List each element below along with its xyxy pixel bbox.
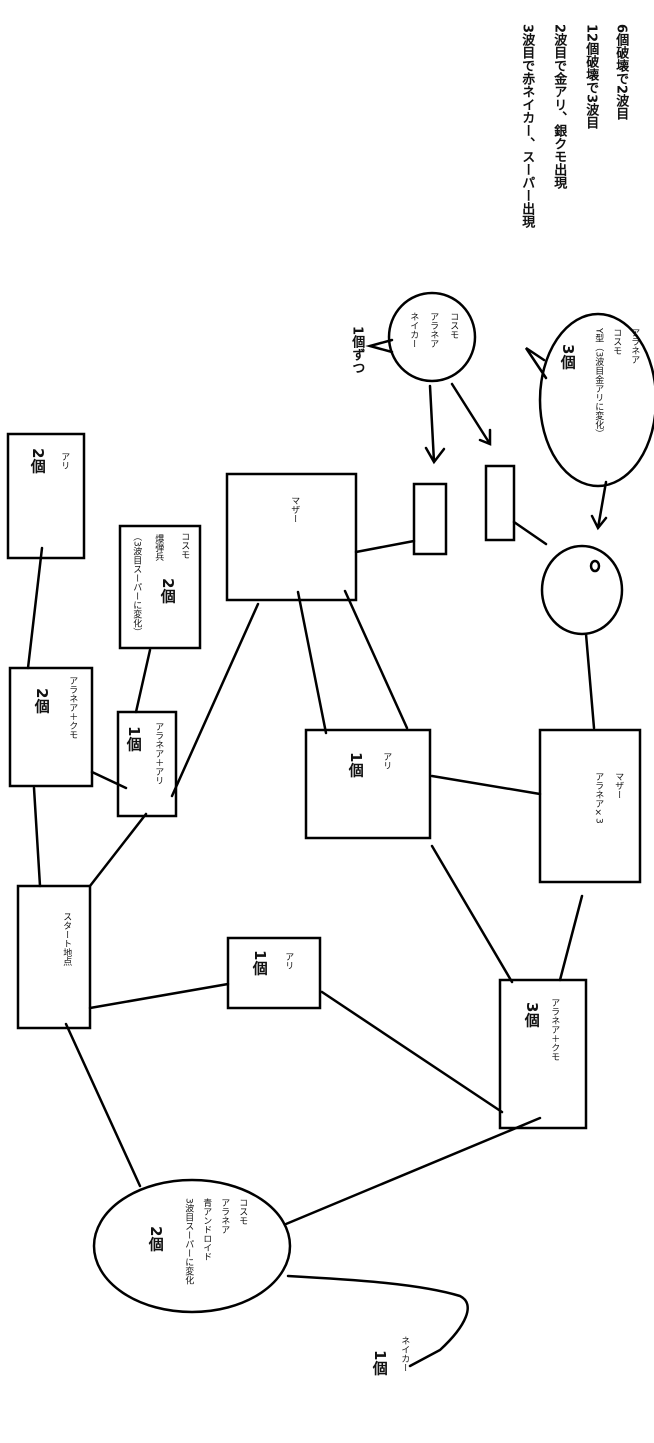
edge-ellipse-to-neikaa (286, 1274, 469, 1368)
bubble-top-tail (365, 338, 394, 354)
node-circle (540, 544, 624, 636)
header-note-3: 2波目で金アリ、銀クモ出現 (551, 24, 567, 190)
arrow-bubble-to-box2 (450, 382, 492, 446)
node-ellipse-line-4: 3波目スーパーに変化 (183, 1198, 194, 1285)
node-cosmo-count: 2個 (158, 578, 177, 604)
bubble-right-line-2: コスモ (611, 328, 622, 355)
bubble-right-shape (538, 312, 654, 488)
node-ari-topleft-box (6, 432, 86, 560)
edge-arari-to-mother (170, 602, 260, 798)
node-box1 (412, 482, 448, 556)
bubble-top-line-2: アラネア (428, 312, 439, 348)
header-note-1: 6個破壊で2波目 (613, 24, 629, 121)
edge-arkumo-to-arari (90, 770, 128, 790)
node-mother-right-label: マザー (613, 772, 624, 799)
node-ari-lower-count: 1個 (250, 950, 269, 976)
edge-start-to-ellipse (64, 1022, 142, 1188)
node-ar-kumo-right-box (498, 978, 588, 1130)
edge-arari-to-cosmo (134, 648, 152, 714)
node-ar-kumo-left-box (8, 666, 94, 788)
node-ellipse-count: 2個 (146, 1226, 165, 1252)
node-ar-kumo-right-count: 3個 (522, 1002, 541, 1028)
node-cosmo-box (118, 524, 202, 650)
goal-marker-icon (589, 559, 601, 573)
node-ellipse-line-2: アラネア (219, 1198, 230, 1234)
node-start-box (16, 884, 92, 1030)
edge-ari-to-arkumo (26, 546, 44, 670)
node-ari-center-label: アリ (381, 752, 392, 770)
arrow-bubble-to-box1 (424, 384, 446, 465)
node-start-label: スタート地点 (61, 912, 72, 966)
bubble-top-line-3: ネイカー (408, 312, 419, 348)
node-ar-kumo-right-label: アラネア＋クモ (549, 998, 560, 1061)
edge-arkumo-to-start (32, 786, 42, 888)
header-note-4: 3波目で赤ネイカー、スーパー出現 (519, 24, 535, 229)
node-ari-topleft-label: アリ (59, 452, 70, 470)
node-neikaa-count: 1個 (370, 1350, 389, 1376)
edge-mother-to-ari (296, 590, 328, 735)
edge-circle-to-mother2 (584, 632, 596, 730)
node-mother-top-label: マザー (289, 496, 300, 523)
node-ari-center-count: 1個 (346, 752, 365, 778)
bubble-top-line-1: コスモ (448, 312, 459, 339)
node-mother-top-box (225, 472, 358, 602)
node-ar-kumo-left-label: アラネア＋クモ (67, 676, 78, 739)
node-ari-lower-label: アリ (283, 952, 294, 970)
arrow-bubble-to-circle (590, 480, 608, 531)
node-neikaa-label: ネイカー (399, 1336, 410, 1372)
bubble-right-line-3: Y型（3波目金アリに変化） (593, 328, 604, 439)
node-ari-center-box (304, 728, 432, 840)
edge-mother-to-ari-2 (343, 589, 409, 730)
edge-start-to-arari (88, 812, 148, 888)
node-ellipse-bottom (92, 1178, 292, 1314)
node-cosmo-label: コスモ (179, 532, 190, 559)
edge-mother-to-box1 (354, 539, 416, 554)
node-ar-ari-box (116, 710, 178, 818)
edge-ellipse-to-arkumo3 (284, 1116, 542, 1226)
node-mother-right-box (538, 728, 642, 884)
bubble-right-count: 3個 (558, 344, 577, 370)
bubble-right-line-1: アラネア (629, 328, 640, 364)
bubble-top-shape (387, 291, 477, 383)
node-mother-right-sub: アラネア×3 (593, 772, 604, 824)
node-ellipse-line-3: 青アンドロイド (201, 1198, 212, 1261)
edge-ari1-to-arkumo3 (320, 990, 504, 1114)
node-ari-topleft-count: 2個 (28, 448, 47, 474)
edge-box2-to-circle (512, 520, 548, 546)
node-ar-ari-label: アラネア＋アリ (153, 722, 164, 785)
node-cosmo-sub2: （3波目スーパーに変化） (131, 532, 142, 637)
bubble-right-tail (524, 346, 548, 380)
node-ari-lower-box (226, 936, 322, 1010)
edge-ari-to-mother2 (430, 774, 542, 796)
node-ar-kumo-left-count: 2個 (32, 688, 51, 714)
edge-start-to-ari1 (88, 982, 230, 1010)
edge-mother2-to-arkumo3 (558, 894, 584, 982)
node-ellipse-line-1: コスモ (237, 1198, 248, 1225)
header-note-2: 12個破壊で3波目 (583, 24, 599, 130)
node-ar-ari-count: 1個 (124, 726, 143, 752)
bubble-top-note: 1個ずつ (349, 326, 365, 375)
node-box2 (484, 464, 516, 542)
edge-ari-to-arkumo3 (430, 844, 514, 984)
node-cosmo-sub1: 爆弾兵 (153, 534, 164, 561)
